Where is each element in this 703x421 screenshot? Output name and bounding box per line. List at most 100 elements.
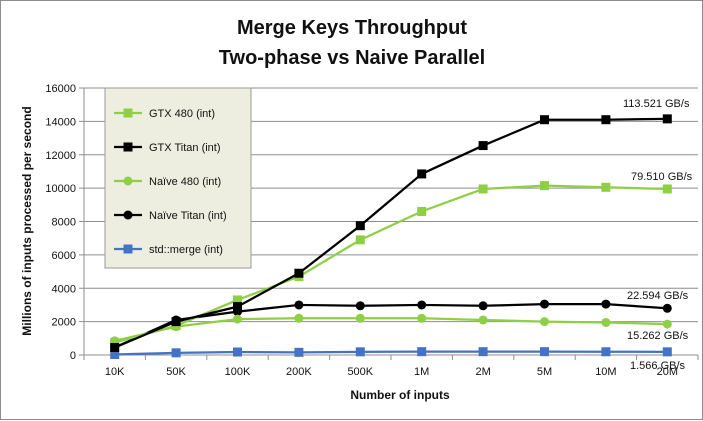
series-line-na-ve-480-int [114,317,668,342]
data-point-na-ve-480-int [662,319,672,329]
data-point-gtx-titan-int [478,141,488,151]
legend-swatch-marker [123,142,133,152]
x-tick-label: 100K [225,366,251,378]
data-point-gtx-480-int [540,181,549,191]
data-point-gtx-titan-int [171,317,181,327]
data-point-na-ve-480-int [601,317,611,327]
legend-label: GTX Titan (int) [149,142,221,154]
data-point-na-ve-480-int [233,314,242,324]
legend-label: GTX 480 (int) [149,108,215,120]
annotation-naive-titan: 22.594 GB/s [627,290,689,302]
data-point-na-ve-titan-int [601,299,611,309]
legend-label: Naïve Titan (int) [149,210,227,222]
axis-layer: 0 2000 4000 6000 8000 10000 12000 14000 16000 10K… [45,83,699,378]
data-point-std-merge-int [417,347,427,357]
series-line-gtx-titan-int [114,117,668,349]
x-tick-label: 10K [105,366,125,378]
data-point-na-ve-titan-int [540,299,549,309]
data-point-gtx-480-int [110,337,120,347]
x-tick-label: 1M [414,366,429,378]
data-point-gtx-480-int [355,235,365,245]
data-point-gtx-480-int [233,295,242,305]
x-tick-label: 2M [475,366,490,378]
legend-item-gtx-titan-int: GTX Titan (int) [114,142,221,154]
legend-label: Naïve 480 (int) [149,176,221,188]
data-point-na-ve-480-int [417,313,427,323]
x-tick-label: 5M [537,366,552,378]
y-tick-label: 14000 [45,116,76,128]
data-point-std-merge-int [355,347,365,357]
data-point-gtx-480-int [601,182,611,192]
series-na-ve-titan-int [110,299,672,352]
legend-item-gtx-480-int: GTX 480 (int) [114,108,215,120]
x-tick-label: 20M [657,366,678,378]
data-point-std-merge-int [294,347,304,357]
data-point-gtx-titan-int [355,221,365,231]
data-point-gtx-titan-int [540,115,549,125]
chart-title-line-2: Two-phase vs Naive Parallel [219,47,485,69]
annotation-gtx-480: 79.510 GB/s [631,171,693,183]
y-axis-title: Millions of inputs processed per second [20,106,34,335]
data-point-na-ve-titan-int [662,303,672,313]
y-tick-label: 10000 [45,183,76,195]
legend-label: std::merge (int) [149,244,223,256]
legend: GTX 480 (int) GTX Titan (int) Naïve 480 (i… [104,87,252,269]
data-point-gtx-titan-int [662,114,672,124]
data-point-std-merge-int [540,347,549,357]
data-point-gtx-titan-int [417,169,427,179]
data-point-std-merge-int [478,347,488,357]
chart-title-line-1: Merge Keys Throughput [237,17,467,39]
x-axis-title: Number of inputs [350,388,450,402]
legend-swatch-marker [123,210,133,220]
annotation-naive-480: 15.262 GB/s [627,330,689,342]
series-layer [110,114,672,359]
data-point-na-ve-titan-int [355,301,365,311]
y-tick-label: 8000 [52,217,76,229]
legend-swatch-marker [123,108,133,118]
x-tick-label: 50K [166,366,186,378]
data-point-na-ve-titan-int [478,301,488,311]
data-point-std-merge-int [233,347,242,357]
data-point-na-ve-480-int [540,317,549,327]
x-tick-label: 200K [286,366,312,378]
series-std-merge-int [110,347,672,359]
data-point-gtx-480-int [417,206,427,216]
data-point-na-ve-titan-int [294,300,304,310]
series-line-gtx-480-int [114,184,668,344]
data-point-na-ve-480-int [294,313,304,323]
x-tick-label: 500K [347,366,373,378]
data-point-gtx-titan-int [294,268,304,278]
y-tick-label: 12000 [45,150,76,162]
data-point-std-merge-int [601,347,611,357]
data-point-na-ve-480-int [355,313,365,323]
data-point-gtx-480-int [662,184,672,194]
data-point-gtx-titan-int [233,302,242,312]
series-line-std-merge-int [114,350,668,356]
legend-item-std-merge-int: std::merge (int) [114,244,223,256]
series-line-na-ve-titan-int [114,302,668,349]
legend-item-na-ve-480-int: Naïve 480 (int) [114,176,221,188]
legend-items: GTX 480 (int) GTX Titan (int) Naïve 480 (i… [114,108,227,256]
y-tick-label: 6000 [52,250,76,262]
legend-swatch-marker [123,244,133,254]
data-point-std-merge-int [110,349,120,359]
y-tick-label: 16000 [45,83,76,95]
legend-swatch-marker [123,176,133,186]
data-point-na-ve-480-int [478,315,488,325]
annotation-gtx-titan: 113.521 GB/s [623,98,690,110]
data-point-gtx-titan-int [110,342,120,352]
data-point-std-merge-int [171,348,181,358]
y-tick-label: 4000 [52,283,76,295]
x-tick-label: 10M [595,366,616,378]
annotation-std-merge: 1.566 GB/s [630,360,686,372]
y-tick-label: 0 [70,350,76,362]
legend-item-na-ve-titan-int: Naïve Titan (int) [114,210,227,222]
data-point-gtx-480-int [478,184,488,194]
y-tick-label: 2000 [52,317,76,329]
data-point-na-ve-titan-int [417,300,427,310]
data-point-gtx-titan-int [601,115,611,125]
data-point-std-merge-int [662,347,672,357]
series-gtx-titan-int [110,114,672,352]
